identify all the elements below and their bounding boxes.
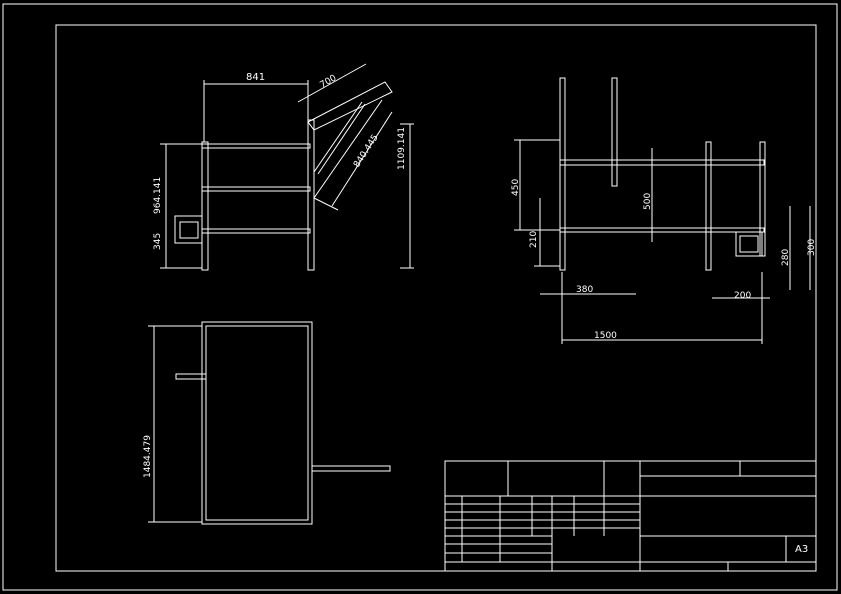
dim-label-1500: 1500 [594, 331, 617, 341]
side-right-post [307, 119, 315, 271]
dim-label-height: 1109.141 [397, 127, 407, 170]
front-drawer [735, 231, 763, 257]
front-top-rail [559, 159, 765, 166]
top-extension [311, 465, 391, 472]
dim-label-380: 380 [576, 285, 593, 295]
side-drawer [174, 215, 203, 244]
front-low-rail [559, 227, 765, 233]
side-drawer-inner [179, 221, 199, 239]
dim-line-700 [297, 63, 367, 103]
top-view [148, 321, 391, 525]
dim-label-mid-height: 964.141 [153, 177, 163, 214]
front-post-3 [705, 141, 712, 271]
front-view [514, 77, 811, 344]
side-top-shelf [201, 143, 311, 149]
side-low-shelf [201, 228, 311, 234]
inner-border [55, 24, 817, 572]
side-lid [307, 81, 393, 131]
front-post-1 [559, 77, 566, 271]
outer-border [2, 3, 838, 591]
title-block [444, 460, 817, 572]
dim-label-1484: 1484.479 [143, 435, 153, 478]
dim-label-width: 841 [246, 72, 265, 83]
sheet-size-label: A3 [795, 544, 808, 555]
top-inner-frame [205, 325, 309, 521]
side-left-post [201, 141, 209, 271]
side-view [160, 63, 414, 271]
dim-label-lid: 700 [319, 73, 339, 90]
dim-line-840 [331, 111, 393, 207]
top-outer-frame [201, 321, 313, 525]
dim-label-300: 300 [807, 239, 817, 256]
side-view-labels: 841 700 840.445 1109.141 964.141 345 [153, 72, 407, 250]
dim-label-200: 200 [734, 291, 751, 301]
dim-label-500: 500 [643, 193, 653, 210]
dim-label-450: 450 [511, 179, 521, 196]
dim-label-low-height: 345 [153, 233, 163, 250]
top-handle [175, 373, 207, 380]
side-brace [313, 101, 363, 173]
front-post-2 [611, 77, 618, 187]
dim-label-210: 210 [529, 231, 539, 248]
front-view-labels: 450 500 210 380 200 1500 280 300 [511, 179, 817, 341]
dim-label-diag: 840.445 [352, 133, 381, 170]
dim-label-280: 280 [781, 249, 791, 266]
side-mid-shelf [201, 186, 311, 192]
